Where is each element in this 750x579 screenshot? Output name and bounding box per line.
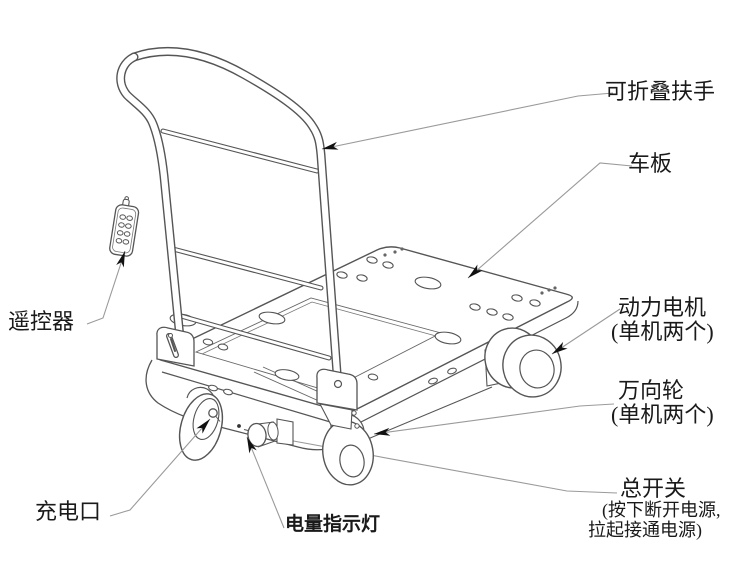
handle-crossbars xyxy=(160,128,332,361)
caster-leader-line xyxy=(373,403,615,436)
caster-label: 万向轮 xyxy=(618,378,685,403)
caster-label-sub: (单机两个) xyxy=(611,402,714,427)
left-caster-wheel xyxy=(178,386,224,461)
right-hinge-bracket xyxy=(316,368,360,430)
battery-light-leader-line xyxy=(246,436,285,529)
remote-control xyxy=(109,196,140,257)
main-switch-label-sub1: (按下断开电源, xyxy=(602,500,721,520)
main-switch-label-sub2: 拉起接通电源) xyxy=(588,520,702,540)
drive-motor-wheel xyxy=(484,327,562,398)
charging-port-dot xyxy=(208,408,221,422)
handle-leader-line xyxy=(321,92,614,150)
handle-label: 可折叠扶手 xyxy=(605,79,716,104)
remote-label: 遥控器 xyxy=(8,309,75,334)
motor-label-sub: (单机两个) xyxy=(611,319,714,344)
left-hinge-bracket xyxy=(156,326,195,367)
leader-lines xyxy=(86,92,633,529)
deck-leader-line xyxy=(467,162,633,279)
motor-label: 动力电机 xyxy=(618,295,707,320)
motor-leader-line xyxy=(551,308,621,355)
folding-handle-tube xyxy=(116,46,342,378)
main-switch-label: 总开关 xyxy=(620,476,687,501)
deck-label: 车板 xyxy=(628,151,673,176)
charging-port-leader-line xyxy=(109,418,211,517)
remote-leader-line xyxy=(86,250,126,325)
charging-port-label: 充电口 xyxy=(35,499,102,524)
main-switch-knob xyxy=(247,418,294,448)
battery-light-label: 电量指示灯 xyxy=(285,514,381,535)
remote-buttons xyxy=(115,214,133,245)
deck-hole-dots xyxy=(383,247,557,295)
